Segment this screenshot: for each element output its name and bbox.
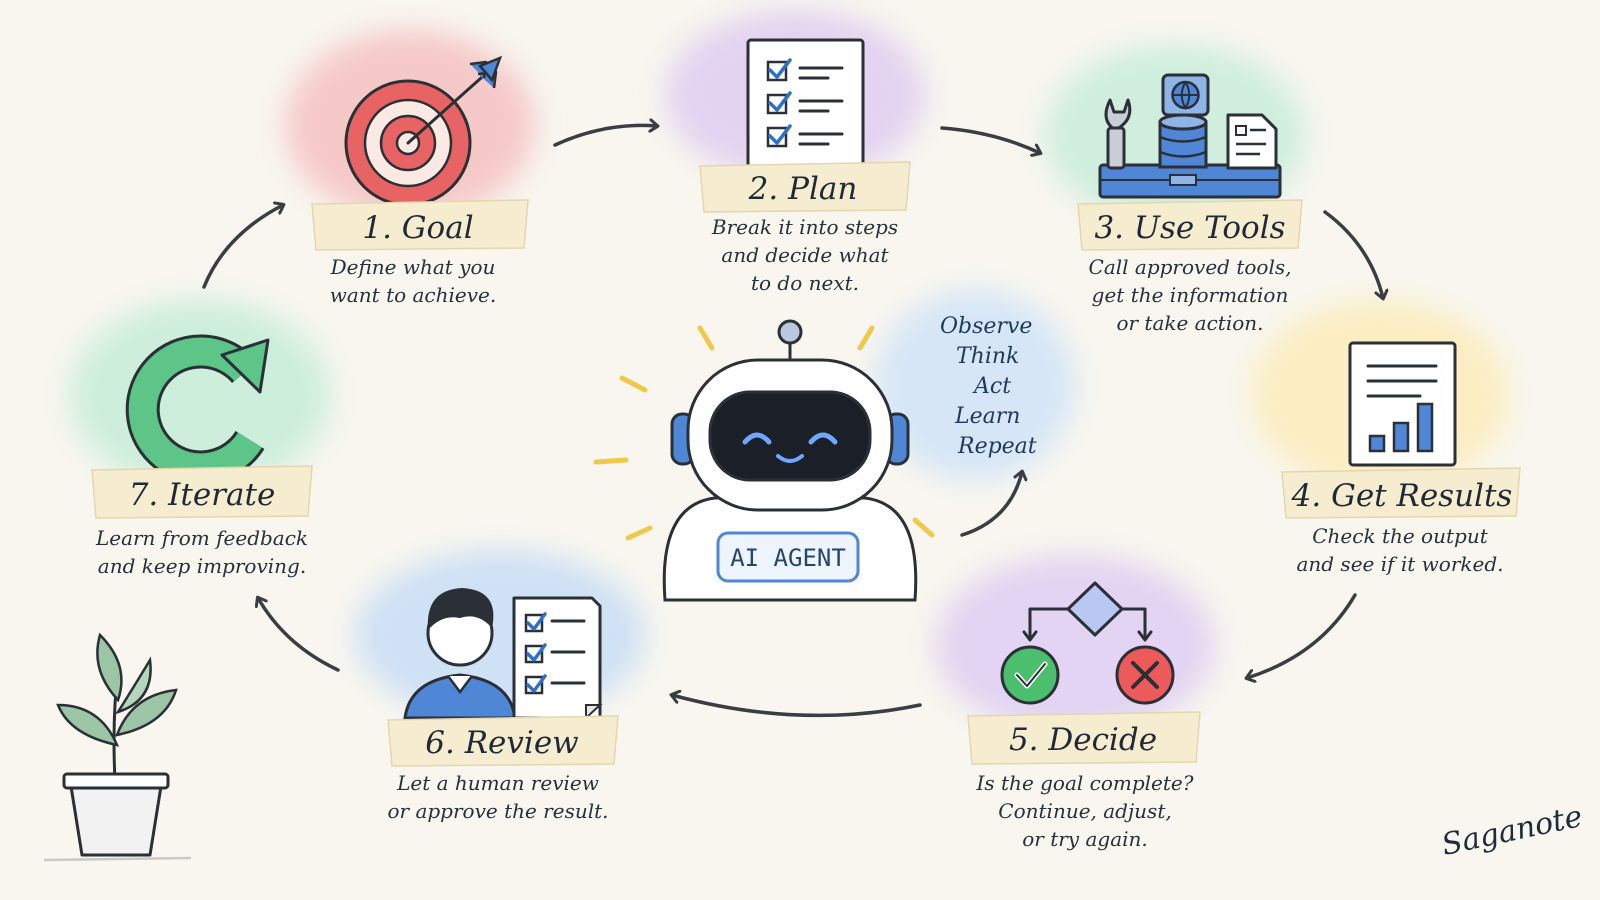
loop-word: Learn	[954, 404, 1020, 429]
refresh-icon	[125, 334, 270, 485]
arrow-tools-to-results	[1323, 210, 1383, 298]
toolbox-icon	[1098, 73, 1282, 199]
step-goal: 1. Goal Define what you want to achieve.	[311, 199, 529, 307]
target-icon	[344, 55, 503, 207]
plant-icon	[43, 632, 192, 862]
step-plan: 2. Plan Break it into steps and decide w…	[699, 161, 911, 295]
loop-word: Observe	[940, 314, 1032, 339]
step-title: 2. Plan	[748, 171, 858, 207]
step-desc-line: Check the output	[1312, 524, 1488, 548]
robot-icon: AI AGENT	[593, 319, 935, 602]
step-desc-line: Let a human review	[396, 771, 599, 795]
arrow-plan-to-tools	[940, 126, 1040, 153]
flowchart-icon	[1000, 581, 1175, 705]
step-banner	[1281, 467, 1521, 519]
step-desc-line: or take action.	[1116, 311, 1263, 335]
step-banner	[311, 199, 529, 251]
arrow-agent-to-loop	[960, 472, 1022, 537]
step-use-tools: 3. Use Tools Call approved tools, get th…	[1077, 199, 1303, 335]
step-iterate: 7. Iterate Learn from feedback and keep …	[91, 465, 313, 578]
person-checklist-icon	[403, 588, 603, 721]
loop-word: Repeat	[957, 434, 1037, 459]
step-banner	[91, 465, 313, 519]
step-title: 7. Iterate	[129, 477, 276, 513]
step-desc-line: or try again.	[1022, 827, 1148, 851]
step-desc-line: want to achieve.	[330, 283, 496, 307]
document-icon	[1226, 113, 1278, 170]
step-get-results: 4. Get Results Check the output and see …	[1281, 467, 1521, 576]
arrow-results-to-decide	[1247, 593, 1357, 678]
step-title: 6. Review	[425, 725, 578, 761]
arrow-iterate-to-goal	[202, 205, 283, 289]
step-desc-line: Call approved tools,	[1089, 255, 1292, 279]
arrow-review-to-iterate	[258, 598, 340, 672]
step-desc-line: Continue, adjust,	[998, 799, 1171, 823]
step-title: 3. Use Tools	[1094, 210, 1285, 246]
step-title: 5. Decide	[1009, 722, 1157, 758]
step-title: 4. Get Results	[1291, 478, 1513, 514]
agent-label: AI AGENT	[730, 544, 846, 572]
check-icon	[1000, 645, 1060, 705]
step-desc-line: Define what you	[330, 255, 496, 279]
step-title: 1. Goal	[362, 210, 473, 246]
database-icon	[1158, 113, 1208, 169]
step-banner	[1077, 199, 1303, 251]
step-desc-line: get the information	[1092, 283, 1289, 307]
loop-words-wash	[875, 290, 1075, 480]
step-desc-line: to do next.	[751, 271, 859, 295]
step-desc-line: Is the goal complete?	[976, 771, 1194, 795]
report-chart-icon	[1348, 341, 1457, 467]
loop-words: Observe Think Act Learn Repeat	[940, 314, 1037, 459]
step-desc-line: and keep improving.	[98, 554, 306, 578]
step-banner	[387, 715, 619, 767]
step-desc-line: Break it into steps	[711, 215, 898, 239]
step-banner	[699, 161, 911, 213]
signature: Saganote	[1439, 799, 1586, 863]
arrow-decide-to-review	[672, 695, 922, 718]
arrow-goal-to-plan	[553, 125, 657, 147]
step-decide: 5. Decide Is the goal complete? Continue…	[967, 711, 1201, 851]
sparkle-rays	[593, 325, 935, 541]
globe-icon	[1161, 73, 1210, 117]
step-desc-line: and decide what	[721, 243, 889, 267]
checklist-icon	[746, 38, 865, 177]
step-review: 6. Review Let a human review or approve …	[387, 715, 619, 823]
loop-word: Think	[956, 344, 1019, 369]
step-desc-line: Learn from feedback	[95, 526, 308, 550]
decide-wash	[935, 555, 1215, 735]
step-banner	[967, 711, 1201, 765]
step-desc-line: or approve the result.	[387, 799, 608, 823]
cross-icon	[1115, 645, 1175, 705]
step-desc-line: and see if it worked.	[1296, 552, 1503, 576]
cycle-arrows	[202, 125, 1383, 718]
loop-word: Act	[972, 374, 1011, 399]
